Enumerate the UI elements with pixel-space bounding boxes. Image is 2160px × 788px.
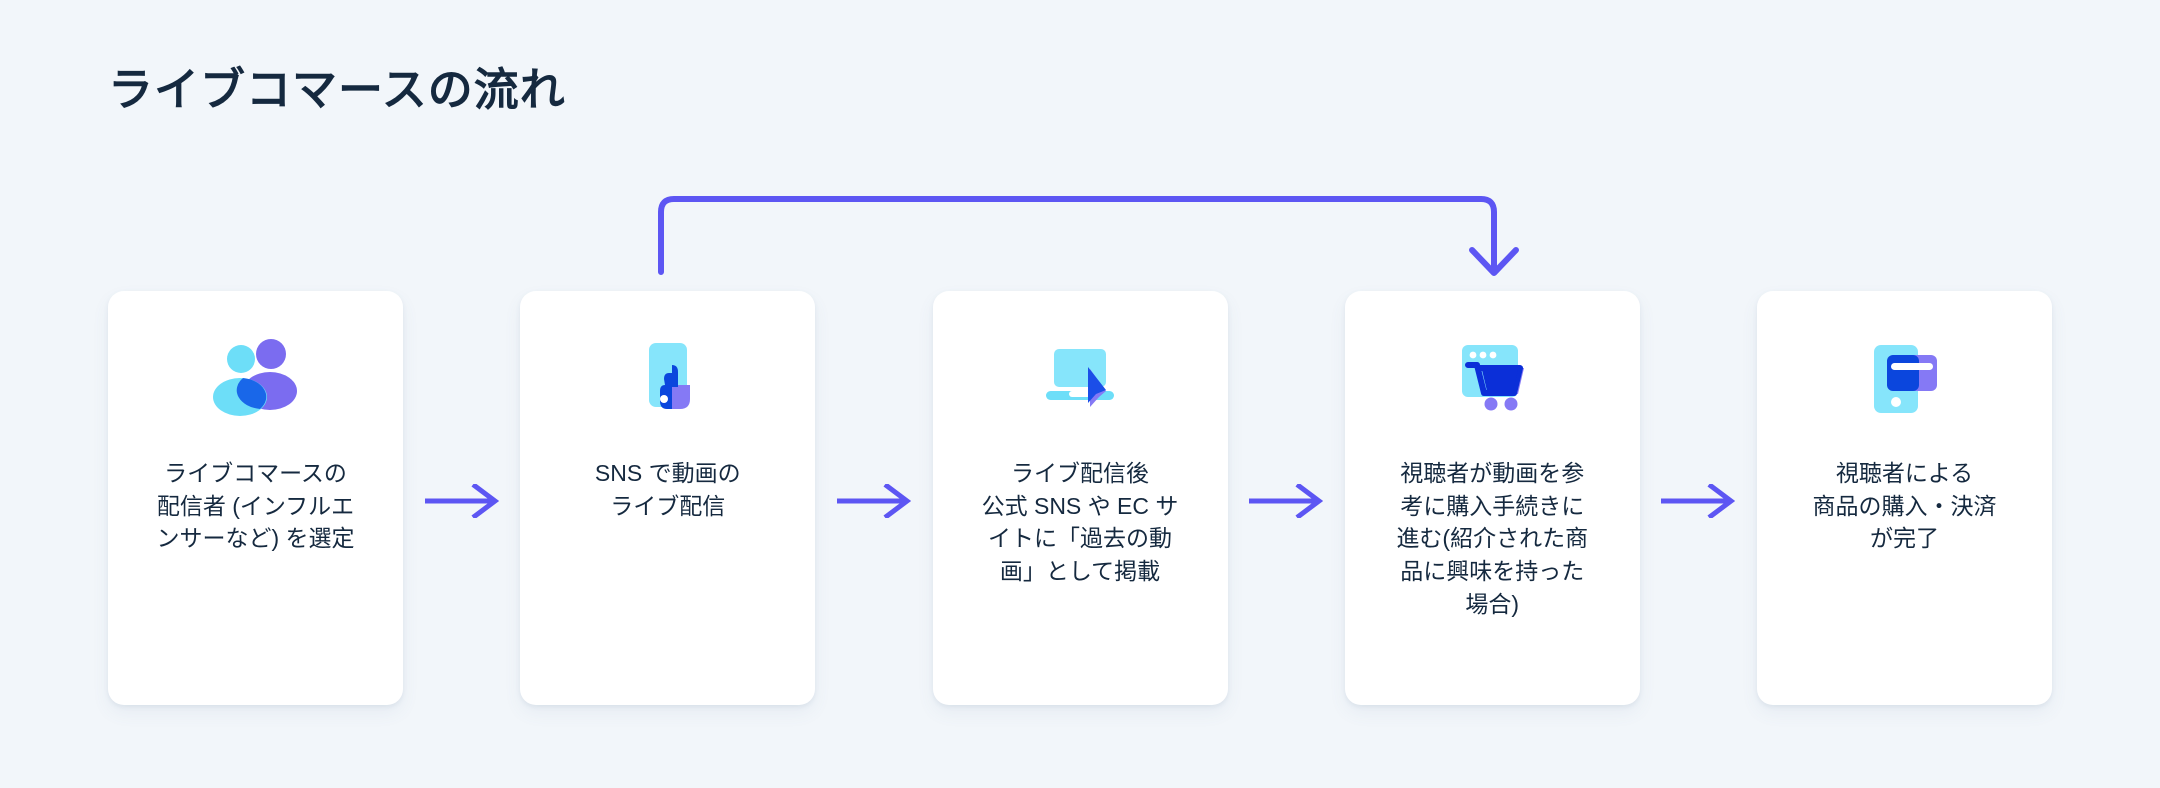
- flow-step-card-2[interactable]: SNS で動画の ライブ配信: [520, 291, 816, 705]
- flow-step-label-1: ライブコマースの 配信者 (インフルエ ンサーなど) を選定: [156, 460, 355, 552]
- flow-step-card-5[interactable]: 視聴者による 商品の購入・決済 が完了: [1757, 291, 2052, 705]
- page-title: ライブコマースの流れ: [108, 64, 566, 115]
- flow-step-card-1[interactable]: ライブコマースの 配信者 (インフルエ ンサーなど) を選定: [108, 291, 403, 705]
- arrow-right-icon: [1249, 484, 1324, 518]
- arrow-right-icon: [424, 484, 499, 518]
- flow-connector-1: [403, 291, 520, 705]
- arrow-right-icon: [1661, 484, 1736, 518]
- flow-steps-row: ライブコマースの 配信者 (インフルエ ンサーなど) を選定 SNS で動画の …: [108, 291, 2052, 705]
- flow-connector-3: [1228, 291, 1345, 705]
- people-icon: [212, 339, 297, 416]
- flow-step-label-2: SNS で動画の ライブ配信: [594, 460, 741, 519]
- phone-card-icon: [1873, 345, 1937, 413]
- arrow-right-icon: [836, 484, 911, 518]
- flow-step-card-4[interactable]: 視聴者が動画を参 考に購入手続きに 進む(紹介された商 品に興味を持った 場合): [1344, 291, 1640, 705]
- laptop-cursor-icon: [1046, 349, 1114, 407]
- phone-tap-icon: [648, 343, 690, 409]
- flow-connector-4: [1640, 291, 1757, 705]
- flow-step-label-4: 視聴者が動画を参 考に購入手続きに 進む(紹介された商 品に興味を持った 場合): [1396, 460, 1589, 617]
- flow-step-label-5: 視聴者による 商品の購入・決済 が完了: [1812, 460, 1997, 552]
- flow-step-label-3: ライブ配信後 公式 SNS や EC サ イトに「過去の動 画」として掲載: [981, 460, 1179, 584]
- flow-step-card-3[interactable]: ライブ配信後 公式 SNS や EC サ イトに「過去の動 画」として掲載: [932, 291, 1228, 705]
- browser-cart-icon: [1462, 345, 1525, 411]
- flow-connector-2: [815, 291, 932, 705]
